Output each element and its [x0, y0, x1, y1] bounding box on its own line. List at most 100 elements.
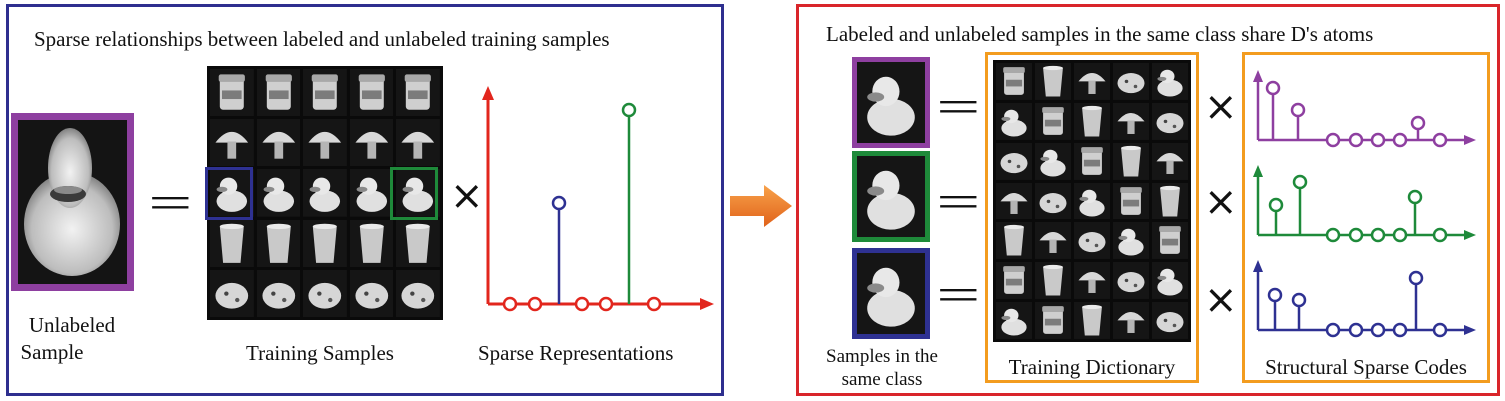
left-panel-title: Sparse relationships between labeled and… [34, 27, 610, 51]
dictionary-thumbnail-mushroom [1152, 142, 1188, 180]
code-zero-point [1370, 227, 1386, 243]
dictionary-thumbnail-pig [1074, 222, 1110, 260]
training-thumbnail-duck [349, 169, 394, 217]
code-x-arrow [1464, 135, 1476, 145]
dictionary-thumbnail-mushroom [1074, 262, 1110, 300]
training-thumbnail-jar [303, 69, 347, 117]
equals-sign-row2: = [934, 166, 983, 234]
unlabeled-label-line1: Unlabeled [28, 313, 116, 337]
duck-image [857, 253, 925, 334]
training-thumbnail-pig [349, 269, 394, 317]
training-dictionary-label: Training Dictionary [1008, 355, 1176, 379]
equals-sign-row1: = [934, 71, 983, 139]
same-class-sample-blue [852, 248, 930, 339]
dictionary-thumbnail-mushroom [1113, 102, 1149, 140]
dictionary-thumbnail-jar [1152, 222, 1188, 260]
training-highlight-blue [205, 167, 253, 220]
training-thumbnail-jar [349, 69, 394, 117]
training-dictionary-frame [985, 52, 1199, 383]
code-y-arrow [1253, 165, 1263, 177]
code-x-arrow [1464, 325, 1476, 335]
structural-sparse-codes-label: Structural Sparse Codes [1265, 355, 1467, 379]
training-dictionary-grid [993, 60, 1191, 342]
dictionary-thumbnail-duck [1113, 222, 1149, 260]
dictionary-thumbnail-jar [1113, 182, 1149, 220]
training-thumbnail-duck [396, 169, 440, 217]
dictionary-thumbnail-pig [996, 142, 1032, 180]
dictionary-thumbnail-duck [1074, 182, 1110, 220]
dictionary-thumbnail-cup [1074, 302, 1110, 339]
dictionary-thumbnail-cup [1035, 63, 1071, 100]
dictionary-thumbnail-duck [996, 302, 1032, 339]
dictionary-thumbnail-jar [996, 262, 1032, 300]
training-samples-grid [207, 66, 443, 320]
code-nonzero-point [1265, 80, 1281, 96]
code-zero-point [1370, 132, 1386, 148]
dictionary-thumbnail-duck [1152, 63, 1188, 100]
duck-image [857, 156, 925, 237]
training-thumbnail-mushroom [256, 119, 301, 167]
dictionary-thumbnail-jar [1035, 102, 1071, 140]
dictionary-thumbnail-mushroom [996, 182, 1032, 220]
same-class-sample-green [852, 151, 930, 242]
dictionary-thumbnail-pig [1035, 182, 1071, 220]
training-thumbnail-mushroom [349, 119, 394, 167]
code-y-arrow [1253, 70, 1263, 82]
structural-sparse-codes-plots [1253, 70, 1476, 338]
times-sign-row3: × [1204, 277, 1238, 323]
code-zero-point [1348, 322, 1364, 338]
dictionary-thumbnail-mushroom [1074, 63, 1110, 100]
code-nonzero-point [1292, 174, 1308, 190]
training-samples-label: Training Samples [246, 341, 394, 365]
training-thumbnail-cup [210, 219, 254, 267]
right-arrow-icon [730, 185, 792, 227]
dictionary-thumbnail-mushroom [1113, 302, 1149, 339]
times-sign-row1: × [1204, 84, 1238, 130]
same-class-sample-purple [852, 57, 930, 148]
dictionary-thumbnail-pig [1113, 262, 1149, 300]
training-thumbnail-cup [349, 219, 394, 267]
dictionary-thumbnail-pig [1152, 302, 1188, 339]
unlabeled-label-line2: Sample [20, 340, 84, 364]
equals-sign-left: = [146, 167, 195, 235]
code-zero-point [1432, 322, 1448, 338]
code-zero-point [1325, 227, 1341, 243]
dictionary-thumbnail-jar [996, 63, 1032, 100]
dictionary-thumbnail-cup [996, 222, 1032, 260]
dictionary-thumbnail-mushroom [1035, 222, 1071, 260]
code-zero-point [1392, 132, 1408, 148]
code-nonzero-point [1291, 292, 1307, 308]
dictionary-thumbnail-pig [1113, 63, 1149, 100]
code-zero-point [1325, 322, 1341, 338]
structural-sparse-codes-frame [1242, 52, 1490, 383]
dictionary-thumbnail-cup [1074, 102, 1110, 140]
right-panel [796, 4, 1500, 396]
training-thumbnail-cup [396, 219, 440, 267]
training-thumbnail-pig [396, 269, 440, 317]
unlabeled-sample-image [18, 120, 127, 284]
training-thumbnail-mushroom [396, 119, 440, 167]
code-zero-point [1392, 227, 1408, 243]
training-thumbnail-cup [256, 219, 301, 267]
code-zero-point [1432, 132, 1448, 148]
training-thumbnail-jar [256, 69, 301, 117]
training-thumbnail-duck [210, 169, 254, 217]
code-nonzero-point [1268, 197, 1284, 213]
dictionary-thumbnail-duck [1152, 262, 1188, 300]
code-zero-point [1392, 322, 1408, 338]
dictionary-thumbnail-duck [996, 102, 1032, 140]
training-thumbnail-cup [303, 219, 347, 267]
training-thumbnail-duck [303, 169, 347, 217]
dictionary-thumbnail-cup [1113, 142, 1149, 180]
code-nonzero-point [1267, 287, 1283, 303]
code-nonzero-point [1410, 115, 1426, 131]
times-sign-left: × [450, 173, 484, 219]
code-nonzero-point [1407, 189, 1423, 205]
times-sign-row2: × [1204, 179, 1238, 225]
samples-label-line2: same class [841, 369, 923, 390]
right-panel-title: Labeled and unlabeled samples in the sam… [826, 22, 1374, 46]
dictionary-thumbnail-cup [1035, 262, 1071, 300]
training-thumbnail-pig [256, 269, 301, 317]
dictionary-thumbnail-cup [1152, 182, 1188, 220]
equals-sign-row3: = [934, 259, 983, 327]
